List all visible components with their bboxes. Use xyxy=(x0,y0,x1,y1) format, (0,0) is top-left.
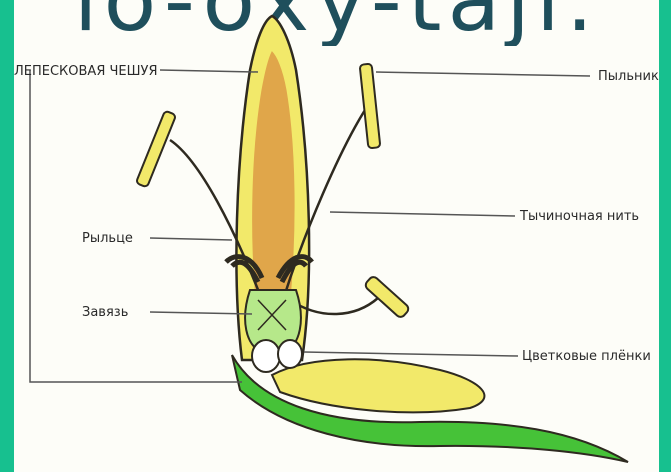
leader-glume xyxy=(160,70,258,72)
anther-left-shape xyxy=(136,111,176,188)
label-lodicules: Цветковые плёнки xyxy=(522,349,651,364)
leader-lodicules xyxy=(304,352,518,356)
palea-shape xyxy=(272,359,484,412)
lodicule-left-shape xyxy=(252,340,280,372)
anther-right-shape xyxy=(360,64,381,149)
leader-stigma xyxy=(150,238,232,240)
label-glume: ЛЕПЕСКОВАЯ ЧЕШУЯ xyxy=(14,64,157,79)
lodicule-right-shape xyxy=(278,340,302,368)
label-filament: Тычиночная нить xyxy=(519,209,639,224)
label-stigma: Рыльце xyxy=(82,231,133,246)
leader-glume-bracket xyxy=(30,70,242,382)
leader-filament xyxy=(330,212,515,216)
anther-lower-shape xyxy=(364,275,411,319)
label-anther: Пыльник xyxy=(598,69,659,84)
leader-anther xyxy=(376,72,590,76)
label-ovary: Завязь xyxy=(82,305,128,320)
